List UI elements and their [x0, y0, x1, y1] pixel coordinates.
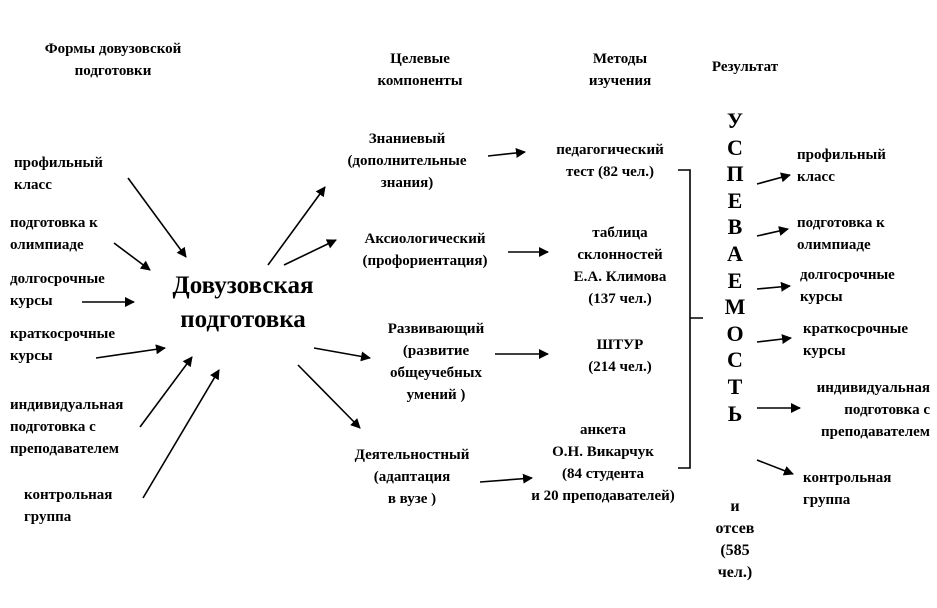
method-shtur: ШТУР (214 чел.): [588, 337, 652, 375]
arrow-to-comp-2: [283, 239, 337, 266]
arrow-outcome-2: [756, 226, 789, 237]
arrow-to-comp-3: [313, 347, 371, 362]
arrow-outcome-3: [756, 281, 791, 292]
form-item-4: краткосрочные курсы: [10, 326, 115, 364]
method-bracket: [678, 169, 703, 469]
outcome-item-1: профильный класс: [797, 147, 886, 185]
arrow-form-2: [113, 242, 151, 271]
result-vertical-word: У С П Е В А Е М О С Т Ь: [724, 108, 746, 426]
component-knowledge: Знаниевый (дополнительные знания): [347, 131, 467, 191]
form-item-3: долгосрочные курсы: [10, 271, 105, 309]
component-axiological: Аксиологический (профориентация): [362, 231, 488, 269]
arrow-to-method-4: [479, 473, 533, 484]
form-item-6: контрольная группа: [24, 487, 113, 525]
header-targets: Целевые компоненты: [377, 51, 463, 89]
outcome-item-6: контрольная группа: [803, 470, 892, 508]
component-developing: Развивающий (развитие общеучебных умений…: [387, 321, 485, 403]
arrow-outcome-6: [756, 459, 794, 476]
header-methods: Методы изучения: [588, 51, 652, 89]
outcome-item-3: долгосрочные курсы: [800, 267, 895, 305]
arrow-form-5: [139, 356, 193, 428]
form-item-1: профильный класс: [14, 155, 103, 193]
header-forms: Формы довузовской подготовки: [44, 41, 182, 79]
arrow-form-4: [95, 344, 166, 359]
outcome-item-5: индивидуальная подготовка с преподавател…: [816, 380, 930, 440]
arrow-form-1: [127, 177, 187, 258]
method-klimov-table: таблица склонностей Е.А. Климова (137 че…: [573, 225, 667, 307]
component-activity: Деятельностный (адаптация в вузе ): [354, 447, 470, 507]
arrow-to-comp-4: [297, 364, 361, 429]
arrow-to-method-1: [487, 147, 526, 158]
outcome-item-2: подготовка к олимпиаде: [797, 215, 885, 253]
method-survey: анкета О.Н. Викарчук (84 студента и 20 п…: [531, 422, 675, 504]
header-result: Результат: [711, 59, 779, 75]
result-dropout: и отсев (585 чел.): [715, 498, 755, 581]
arrow-outcome-1: [756, 172, 791, 185]
center-node: Довузовская подготовка: [172, 272, 314, 333]
arrow-outcome-4: [756, 334, 792, 345]
arrow-to-comp-1: [267, 186, 326, 266]
method-ped-test: педагогический тест (82 чел.): [556, 142, 664, 180]
outcome-item-4: краткосрочные курсы: [803, 321, 908, 359]
form-item-5: индивидуальная подготовка с преподавател…: [10, 397, 124, 457]
form-item-2: подготовка к олимпиаде: [10, 215, 98, 253]
arrow-form-6: [142, 369, 220, 499]
